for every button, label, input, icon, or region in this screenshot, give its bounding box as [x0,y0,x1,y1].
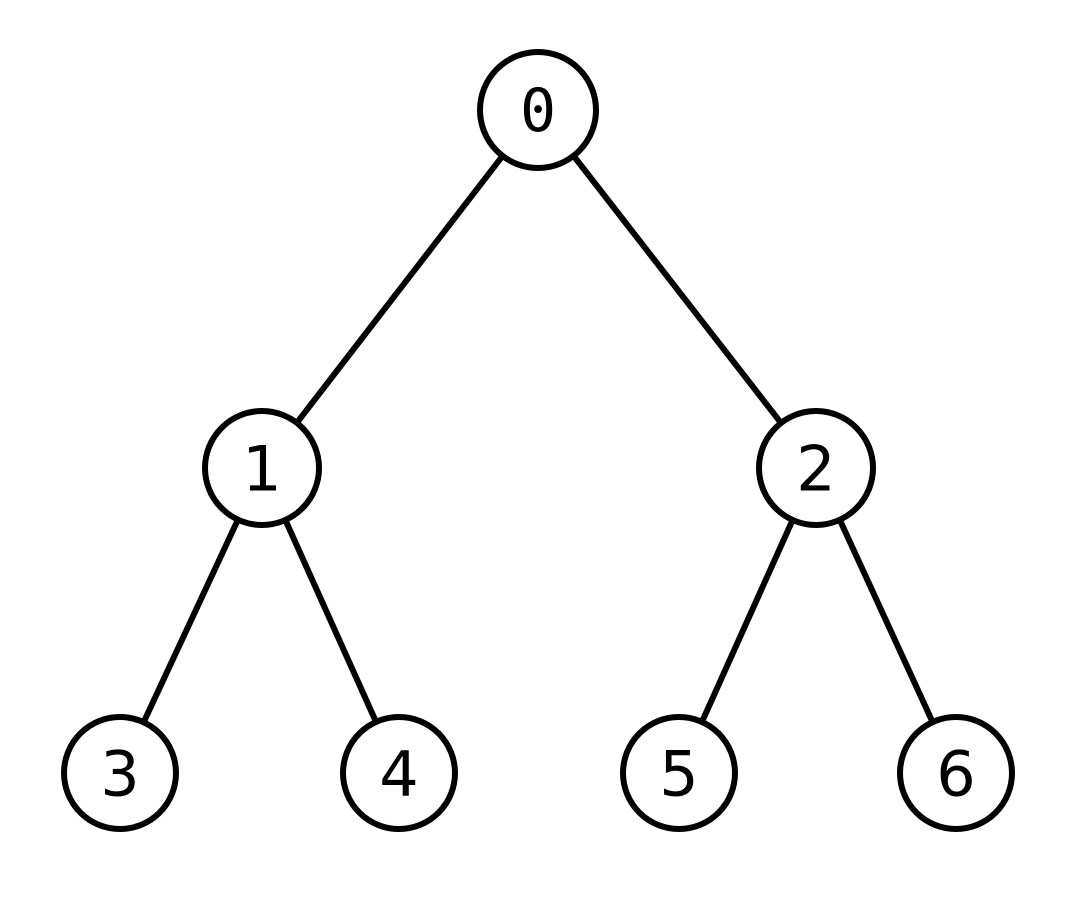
node-layer: 0 1 2 3 4 5 6 [61,49,1015,832]
node-circle[interactable] [897,714,1015,832]
node-circle[interactable] [202,408,322,528]
tree-node[interactable]: 1 [202,408,322,528]
tree-node[interactable]: 3 [61,714,179,832]
tree-edge [837,519,935,723]
node-label: 0 [520,76,556,146]
tree-node[interactable]: 5 [620,714,738,832]
tree-edge [141,519,241,723]
edge-layer [141,154,935,723]
node-label: 6 [936,738,975,811]
node-label: 3 [100,738,139,811]
node-label: 1 [242,433,281,506]
tree-node[interactable]: 0 [477,49,599,171]
node-circle[interactable] [756,408,876,528]
tree-node[interactable]: 2 [756,408,876,528]
tree-edge [283,519,379,723]
tree-edge [295,154,505,424]
node-label: 5 [659,738,698,811]
tree-edge [571,154,783,425]
node-circle[interactable] [620,714,738,832]
tree-node[interactable]: 6 [897,714,1015,832]
node-label: 4 [379,738,418,811]
tree-edge [699,519,795,723]
node-circle[interactable] [340,714,458,832]
node-circle[interactable] [477,49,599,171]
node-circle[interactable] [61,714,179,832]
tree-node[interactable]: 4 [340,714,458,832]
node-label: 2 [796,433,835,506]
